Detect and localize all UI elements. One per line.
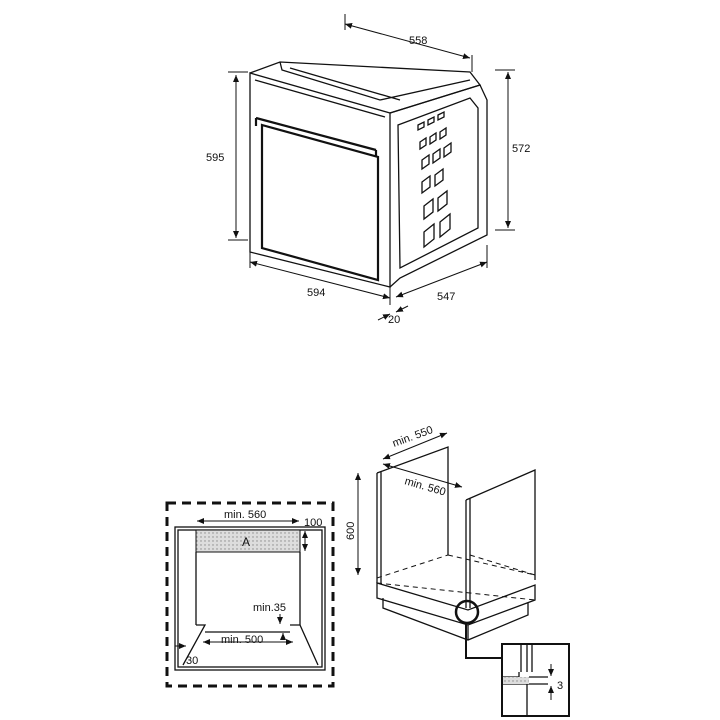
oven-door-window — [260, 123, 380, 282]
dim-niche-width: min. 560 — [224, 509, 266, 521]
dim-width-front: 594 — [307, 287, 325, 299]
dim-panel-thickness: 20 — [388, 314, 400, 326]
dim-gap-min: min.35 — [253, 602, 286, 614]
dim-depth-body: 547 — [437, 291, 455, 303]
dim-height-front: 595 — [206, 152, 224, 164]
niche-front-view: A min. 560 100 min.35 min. 500 30 — [165, 501, 335, 688]
dim-vent-height: 100 — [304, 517, 322, 529]
dim-side-offset: 30 — [186, 655, 198, 667]
vent-area-a — [195, 529, 301, 553]
oven-handle — [254, 116, 378, 157]
dim-cabinet-width: min. 560 — [403, 475, 447, 498]
dim-detail-gap: 3 — [557, 680, 563, 692]
cabinet-view: min. 550 min. 560 600 3 — [345, 424, 570, 717]
dim-bottom-opening: min. 500 — [221, 634, 263, 646]
dim-depth-total: 558 — [409, 35, 427, 47]
detail-callout-circle — [454, 599, 480, 625]
vent-area-label: A — [242, 535, 250, 549]
oven-drawing: 558 595 572 594 547 20 — [206, 14, 530, 326]
dim-cabinet-height: 600 — [345, 522, 357, 540]
dim-cabinet-depth: min. 550 — [391, 424, 435, 450]
dim-height-body: 572 — [512, 143, 530, 155]
side-vents-icon — [417, 110, 452, 249]
oven-front-frame — [249, 72, 391, 288]
niche-outline — [165, 501, 335, 688]
